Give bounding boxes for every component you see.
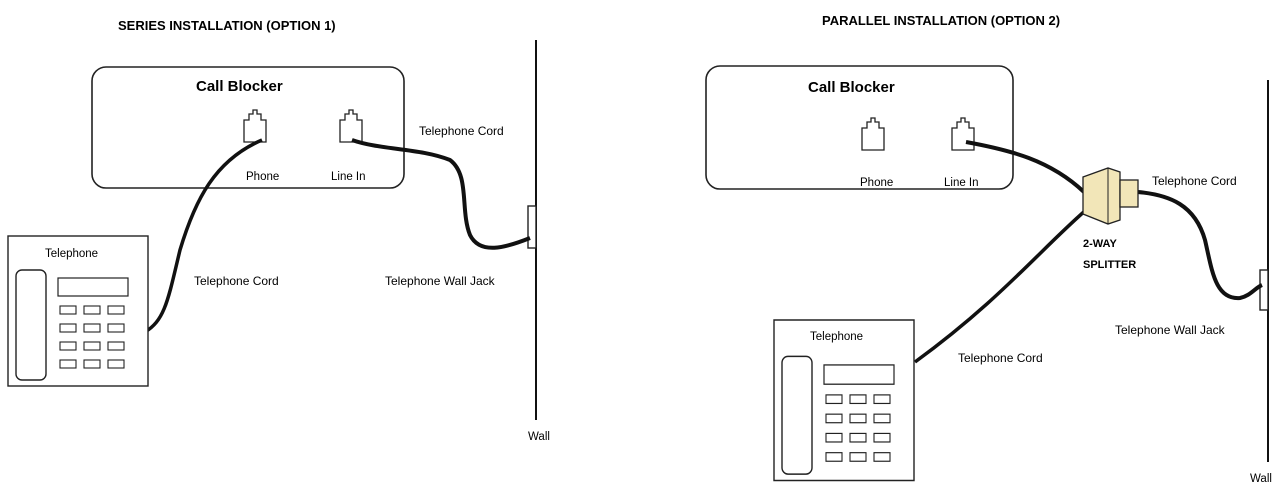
parallel-call-blocker-label: Call Blocker <box>808 79 895 96</box>
parallel-title: PARALLEL INSTALLATION (OPTION 2) <box>822 13 1060 28</box>
parallel-call-blocker: Call Blocker Phone Line In <box>705 65 1014 190</box>
parallel-port-phone-label: Phone <box>860 177 893 189</box>
series-wall-jack-icon <box>527 205 537 249</box>
parallel-cord-right-label: Telephone Cord <box>1152 174 1237 188</box>
parallel-cord-splitter-to-telephone <box>913 208 1088 364</box>
parallel-cord-left-label: Telephone Cord <box>958 351 1043 365</box>
parallel-wall-jack-icon <box>1259 269 1269 311</box>
parallel-telephone-label: Telephone <box>810 331 863 343</box>
series-title: SERIES INSTALLATION (OPTION 1) <box>118 18 336 33</box>
parallel-telephone: Telephone <box>773 319 915 482</box>
series-telephone: Telephone <box>7 235 149 387</box>
parallel-wall-jack-label: Telephone Wall Jack <box>1115 323 1226 337</box>
series-call-blocker: Call Blocker Phone Line In <box>91 66 405 189</box>
series-cord-phone-to-telephone <box>144 138 263 334</box>
series-port-phone-label: Phone <box>246 171 279 183</box>
parallel-cord-line-to-splitter <box>965 140 1086 194</box>
parallel-port-line-in-label: Line In <box>944 177 979 189</box>
series-port-line-in-label: Line In <box>331 171 366 183</box>
series-wall-jack-label: Telephone Wall Jack <box>385 274 496 288</box>
series-cord-upper-label: Telephone Cord <box>419 124 504 138</box>
series-wall-label: Wall <box>528 431 550 443</box>
series-cord-lower-label: Telephone Cord <box>194 274 279 288</box>
splitter-icon <box>1082 167 1139 225</box>
series-call-blocker-label: Call Blocker <box>196 78 283 95</box>
splitter-label-line2: SPLITTER <box>1083 259 1136 271</box>
parallel-cord-splitter-to-wall <box>1137 190 1263 301</box>
series-cord-line-to-wall <box>351 138 531 250</box>
series-telephone-label: Telephone <box>45 248 98 260</box>
splitter-label-line1: 2-WAY <box>1083 238 1117 250</box>
parallel-wall-label: Wall <box>1250 473 1272 485</box>
